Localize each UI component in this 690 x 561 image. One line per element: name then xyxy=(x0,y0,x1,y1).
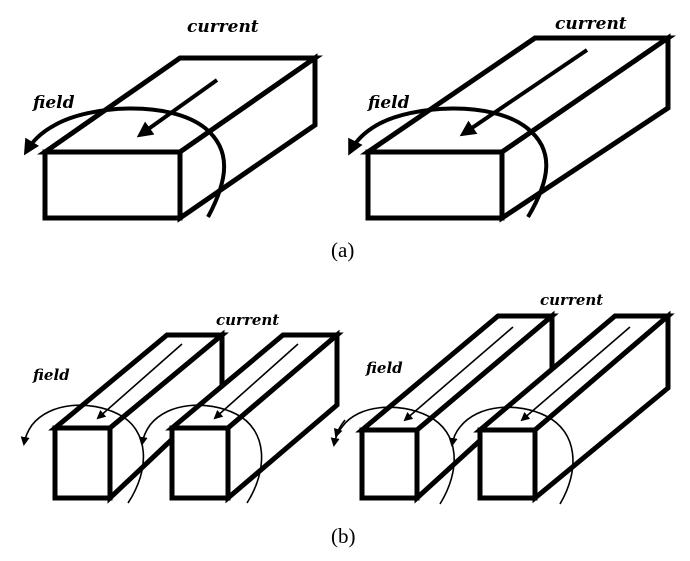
current-arrow xyxy=(136,78,219,138)
conductor-front-face xyxy=(42,149,183,221)
current-label: current xyxy=(555,14,627,34)
current-arrow xyxy=(213,343,299,420)
conductor-front-face xyxy=(359,427,420,501)
field-arrow xyxy=(348,106,549,219)
field-arrow xyxy=(23,106,227,218)
current-label: current xyxy=(540,291,603,309)
panel-b-left-conductor-2 xyxy=(138,329,346,504)
field-label: field xyxy=(32,93,75,113)
panel-a-left-conductor xyxy=(23,53,323,223)
panel-b-right-conductor-1 xyxy=(330,310,559,505)
field-arrow xyxy=(20,404,145,504)
current-label: current xyxy=(216,311,279,329)
current-arrow xyxy=(520,326,631,422)
current-label: current xyxy=(187,17,259,37)
field-arrow xyxy=(448,406,574,505)
conductor-front-face xyxy=(169,425,231,501)
current-arrow xyxy=(96,343,183,420)
field-label: field xyxy=(32,366,70,384)
current-arrow xyxy=(459,48,589,137)
caption-b: (b) xyxy=(331,524,356,548)
conductor-front-face xyxy=(477,427,538,501)
current-arrow xyxy=(403,326,514,422)
caption-a: (a) xyxy=(331,238,354,262)
field-arrow xyxy=(138,404,263,504)
conductor-front-face xyxy=(52,425,113,501)
field-arrow xyxy=(330,406,455,505)
field-label: field xyxy=(365,359,403,377)
panel-b-right-conductor-2 xyxy=(448,310,675,505)
panel-b-left-conductor-1 xyxy=(20,329,229,504)
panel-a-right-conductor xyxy=(348,33,677,223)
field-label: field xyxy=(367,93,410,113)
conductor-front-face xyxy=(365,149,505,221)
